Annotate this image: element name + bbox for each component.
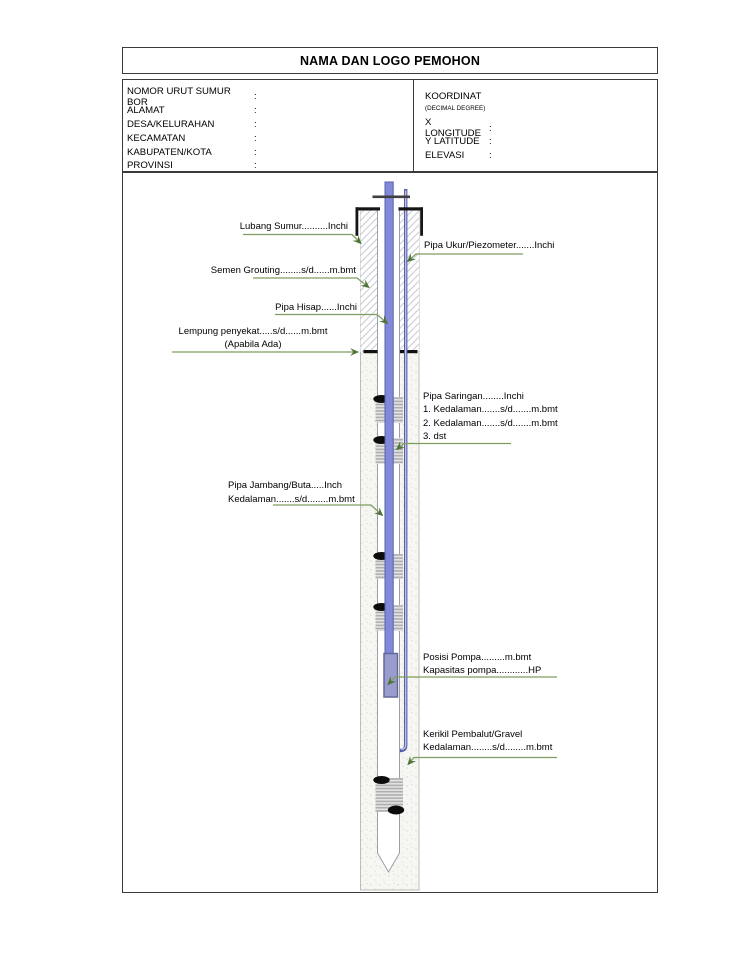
form-row-kecamatan: KECAMATAN :: [127, 131, 264, 145]
field-label: ALAMAT: [127, 105, 165, 117]
field-colon: :: [254, 105, 257, 117]
clay-seal-right: [400, 350, 418, 354]
label-lempung-line2: (Apabila Ada): [224, 339, 282, 351]
field-label: NOMOR URUT SUMUR BOR: [127, 85, 231, 108]
casing-cap-left-stub: [355, 207, 359, 236]
casing-walls: [377, 208, 400, 873]
field-colon: :: [254, 146, 257, 158]
leader-lubang-sumur: [243, 233, 362, 245]
label-saringan-line4: 3. dst: [423, 431, 447, 443]
field-label: KABUPATEN/KOTA: [127, 146, 212, 158]
applicant-name-logo-box: NAMA DAN LOGO PEMOHON: [122, 47, 658, 74]
form-row-elevasi: ELEVASI :: [425, 149, 499, 163]
label-pipa-saringan: Pipa Saringan........Inchi 1. Kedalaman.…: [423, 390, 608, 444]
form-row-nomor: NOMOR URUT SUMUR BOR :: [127, 86, 264, 108]
screen5-bottom-cap: [387, 805, 405, 815]
label-jambang-line2: Kedalaman.......s/d........m.bmt: [228, 493, 355, 505]
leader-pipa-saringan: [395, 441, 511, 451]
casing-cap-right-stub: [420, 207, 423, 236]
field-label: KECAMATAN: [127, 132, 186, 144]
leader-pipa-ukur: [406, 253, 523, 263]
koordinat-subheading: (DECIMAL DEGREE): [425, 104, 486, 112]
field-colon: :: [254, 118, 257, 130]
field-colon: :: [254, 91, 257, 103]
label-kerikil-line1: Kerikil Pembalut/Gravel: [423, 728, 523, 740]
label-pompa-line1: Posisi Pompa.........m.bmt: [423, 651, 532, 663]
leader-semen-grouting: [253, 277, 370, 289]
label-saringan-line1: Pipa Saringan........Inchi: [423, 391, 524, 402]
label-kerikil-pembalut: Kerikil Pembalut/Gravel Kedalaman.......…: [423, 728, 588, 754]
form-row-alamat: ALAMAT :: [127, 104, 264, 118]
koordinat-heading-row: KOORDINAT: [425, 90, 499, 104]
leader-posisi-pompa: [387, 676, 557, 686]
field-colon: :: [254, 132, 257, 144]
form-row-latitude: Y LATITUDE :: [425, 135, 499, 149]
label-pipa-jambang: Pipa Jambang/Buta.....Inch Kedalaman....…: [228, 479, 368, 507]
label-lubang-sumur: Lubang Sumur..........Inchi: [239, 221, 348, 232]
label-semen-grouting: Semen Grouting........s/d......m.bmt: [210, 264, 356, 276]
label-pipa-ukur: Pipa Ukur/Piezometer.......Inchi: [424, 240, 555, 251]
form-row-desa: DESA/KELURAHAN :: [127, 118, 264, 132]
casing-cap-right: [398, 207, 423, 211]
field-colon: :: [489, 150, 492, 162]
label-saringan-line3: 2. Kedalaman.......s/d.......m.bmt: [423, 417, 558, 429]
wellhead-top-bar: [372, 195, 410, 199]
piezometer-pipe-highlight: [400, 190, 407, 750]
clay-seal-left: [363, 350, 378, 354]
field-label: DESA/KELURAHAN: [127, 118, 215, 130]
page-title: NAMA DAN LOGO PEMOHON: [299, 53, 481, 68]
field-label: PROVINSI: [127, 160, 173, 172]
screen5-top-cap: [373, 776, 390, 784]
pump: [383, 652, 399, 698]
casing-cap-left: [355, 207, 380, 211]
field-colon: :: [489, 136, 492, 148]
form-row-kabupaten: KABUPATEN/KOTA :: [127, 145, 264, 159]
well-info-form: NOMOR URUT SUMUR BOR : ALAMAT : DESA/KEL…: [122, 79, 658, 172]
label-lempung-line1: Lempung penyekat.....s/d......m.bmt: [178, 325, 328, 337]
leader-pipa-hisap: [275, 313, 389, 325]
field-colon: :: [254, 160, 257, 172]
diagram-frame: [122, 172, 658, 893]
borehole-outline: [360, 208, 420, 891]
form-left-column: NOMOR URUT SUMUR BOR : ALAMAT : DESA/KEL…: [127, 86, 264, 173]
form-row-longitude: X LONGITUDE :: [425, 117, 499, 139]
field-label: ELEVASI: [425, 150, 465, 162]
field-colon: :: [489, 122, 492, 134]
label-posisi-pompa: Posisi Pompa.........m.bmt Kapasitas pom…: [423, 651, 588, 677]
label-saringan-line2: 1. Kedalaman.......s/d.......m.bmt: [423, 404, 558, 416]
label-kerikil-line2: Kedalaman........s/d........m.bmt: [423, 741, 553, 753]
koordinat-heading: KOORDINAT: [425, 91, 482, 103]
label-pipa-hisap: Pipa Hisap......Inchi: [275, 301, 357, 313]
label-jambang-line1: Pipa Jambang/Buta.....Inch: [228, 480, 343, 491]
form-divider: [413, 80, 414, 171]
leader-pipa-jambang: [273, 504, 384, 517]
leader-lines: [172, 233, 557, 766]
leader-kerikil: [407, 756, 557, 766]
field-label: X LONGITUDE: [425, 117, 481, 140]
label-pompa-line2: Kapasitas pompa............HP: [423, 664, 542, 676]
field-label: Y LATITUDE: [425, 136, 480, 148]
label-lempung-penyekat: Lempung penyekat.....s/d......m.bmt (Apa…: [166, 325, 340, 353]
form-row-provinsi: PROVINSI :: [127, 159, 264, 173]
form-right-column: KOORDINAT (DECIMAL DEGREE) X LONGITUDE :…: [425, 90, 499, 163]
